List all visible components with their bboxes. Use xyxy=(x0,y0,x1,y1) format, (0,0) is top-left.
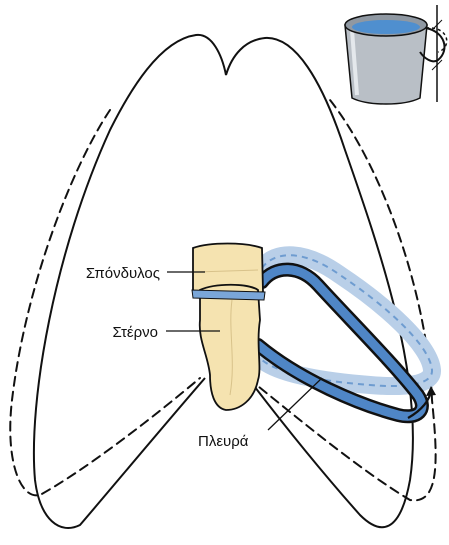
rib-leader xyxy=(268,378,322,430)
label-rib: Πλευρά xyxy=(198,433,249,450)
bucket-handle-icon xyxy=(345,5,447,104)
label-sternum: Στέρνο xyxy=(112,324,158,341)
costal-joint xyxy=(192,290,265,300)
label-vertebra: Σπόνδυλος xyxy=(86,265,160,282)
sternum xyxy=(200,285,260,410)
